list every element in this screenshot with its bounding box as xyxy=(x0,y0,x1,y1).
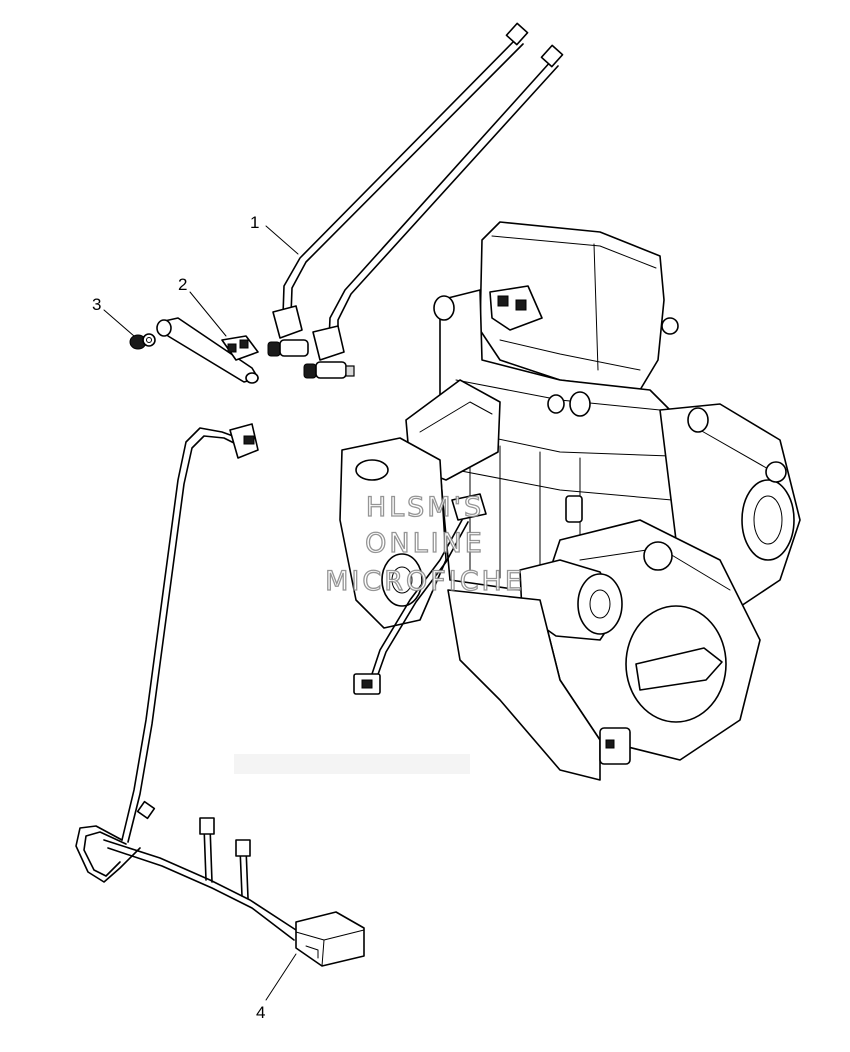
scan-artifact xyxy=(234,754,470,774)
leader-line-3 xyxy=(103,309,135,337)
callout-1: 1 xyxy=(250,213,259,232)
callout-4: 4 xyxy=(256,1003,265,1022)
nut-icon[interactable] xyxy=(129,333,156,350)
engine-icon xyxy=(339,221,801,781)
callout-2: 2 xyxy=(178,275,187,294)
leader-line-1 xyxy=(265,225,299,255)
watermark-line-1: HLSM'S xyxy=(366,492,484,523)
fuel-injector-harness-icon[interactable] xyxy=(267,22,564,379)
leader-line-2 xyxy=(189,291,227,337)
wire-harness-icon[interactable] xyxy=(75,423,365,967)
callout-3: 3 xyxy=(92,295,101,314)
watermark-line-2: ONLINE xyxy=(365,528,485,559)
fuel-rail-icon[interactable] xyxy=(156,317,259,384)
watermark-line-3: MICROFICHE xyxy=(325,566,525,597)
leader-line-4 xyxy=(265,953,297,1001)
